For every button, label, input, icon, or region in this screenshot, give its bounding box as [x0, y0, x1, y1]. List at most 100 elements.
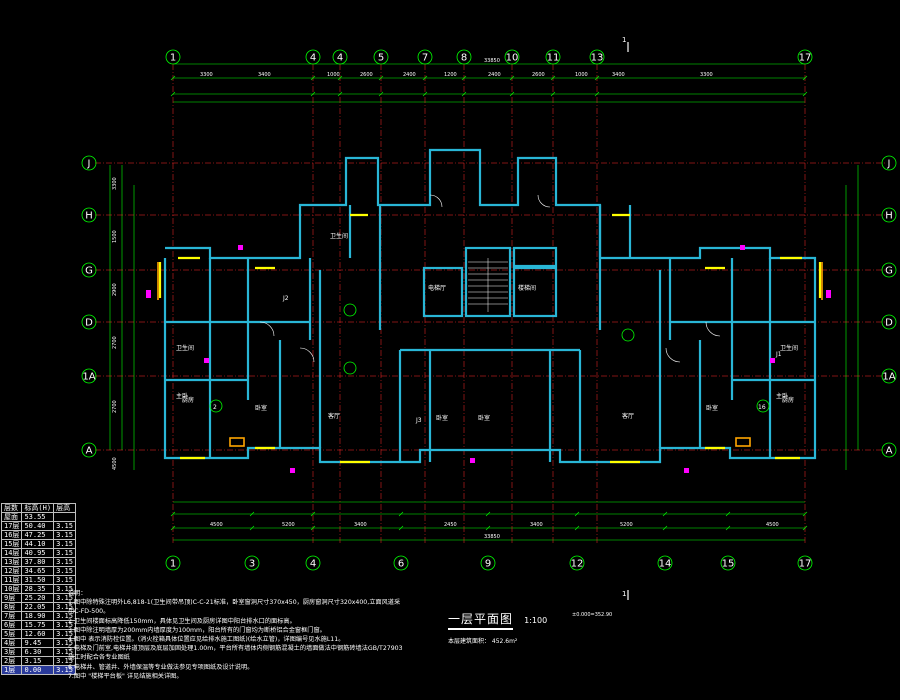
dim-tick	[509, 75, 515, 81]
dim-label-top: 1000	[575, 72, 588, 78]
room-label-master-right: 主卧	[776, 392, 788, 400]
dim-label-top: 3300	[700, 72, 713, 78]
axis-bubble-circle	[720, 555, 736, 571]
axis-bubble-circle	[81, 262, 97, 278]
axis-bubble-circle	[81, 314, 97, 330]
accent-marks	[157, 262, 823, 447]
dim-tick	[725, 525, 731, 531]
room-label-bath-left: 卫生间	[176, 344, 194, 352]
design-notes: 说明： 1.图中除特殊注明外L6,818-1(卫生间带吊顶)C-C-21标准，卧…	[68, 589, 458, 681]
header-floor-height: 层高	[53, 503, 76, 513]
level-floor: 17层	[0, 521, 23, 531]
level-floor: 14层	[0, 548, 23, 558]
axis-bubble-label: 1A	[82, 372, 95, 383]
dim-tick	[378, 75, 384, 81]
dim-tick	[310, 511, 316, 517]
level-floor: 5层	[0, 629, 23, 639]
dim-tick	[170, 511, 176, 517]
dim-label-top: 3400	[258, 72, 271, 78]
dim-tick	[249, 511, 255, 517]
axis-bubble-label: H	[85, 211, 93, 222]
dim-label-top: 2400	[488, 72, 501, 78]
axis-bubble-label: 1	[170, 559, 176, 570]
dim-label-bottom: 3400	[530, 522, 543, 528]
overall-dim-top: 33850	[484, 58, 500, 64]
dim-label-bottom: 2450	[444, 522, 457, 528]
drawing-title-block: 一层平面图 1:100	[448, 608, 547, 630]
axis-bubble-circle	[81, 442, 97, 458]
note-line: 用C-FD-500。	[68, 608, 110, 616]
dim-tick	[725, 511, 731, 517]
dim-label-top: 2400	[403, 72, 416, 78]
dim-tick	[485, 511, 491, 517]
room-label-bedroom-4: 卧室	[436, 414, 448, 422]
note-line: 施工时配合各专业图纸	[68, 654, 130, 662]
dim-label-left: 2700	[112, 336, 118, 349]
level-height: 3.15	[53, 665, 76, 675]
note-line: 3.图中除注明墙厚为200mm内墙厚度为100mm，阳台所有的门窗均为断桥铝合金…	[68, 626, 326, 634]
axis-bubble-circle	[881, 207, 897, 223]
dim-tick	[594, 75, 600, 81]
dim-tick	[170, 91, 176, 97]
axis-bubble-circle	[545, 49, 561, 65]
axis-bubble-circle	[569, 555, 585, 571]
dim-label-top: 1200	[444, 72, 457, 78]
level-floor: 2层	[0, 656, 23, 666]
note-line: 4.图中 表示消防栓位置。(消火栓箱具体位置应见给排水施工图纸)(给水立管)，详…	[68, 636, 345, 644]
overall-dim-bottom: 33850	[484, 534, 500, 540]
dim-tick	[337, 91, 343, 97]
axis-bubble-label: 4	[310, 53, 316, 64]
dim-tick	[170, 525, 176, 531]
axis-bubble-label: 6	[398, 559, 404, 570]
axis-bubble-label: G	[85, 266, 93, 277]
level-floor: 12层	[0, 566, 23, 576]
level-elevation: 12.60	[21, 629, 55, 639]
axis-bubble-label: 1	[170, 53, 176, 64]
dimension-chain-left	[109, 165, 135, 470]
level-floor: 9层	[0, 593, 23, 603]
level-elevation: 53.55	[21, 512, 55, 522]
axis-bubble-label: 17	[799, 53, 812, 64]
dim-label-bottom: 4500	[766, 522, 779, 528]
axis-bubble-label: G	[885, 266, 893, 277]
dimension-chain-bottom	[173, 501, 805, 541]
axis-bubble-circle	[456, 49, 472, 65]
dim-tick	[662, 511, 668, 517]
axis-bubble-label: 7	[422, 53, 428, 64]
note-line: 7.图中 "楼梯平台板" 详见结施相关详图。	[68, 672, 183, 680]
unit-marks	[209, 303, 770, 413]
axis-bubble-circle	[881, 314, 897, 330]
dimension-chain-right	[845, 165, 859, 470]
axis-bubble-circle	[393, 555, 409, 571]
level-floor: 屋面	[0, 512, 23, 522]
dim-tick	[310, 525, 316, 531]
axis-bubble-label: 1A	[882, 372, 895, 383]
axis-bubble-circle	[332, 49, 348, 65]
level-floor: 13层	[0, 557, 23, 567]
dim-tick	[461, 91, 467, 97]
room-label-bedroom-2: 卧室	[706, 404, 718, 412]
drawing-scale: 1:100	[524, 616, 548, 625]
axis-bubble-circle	[480, 555, 496, 571]
axis-bubble-circle	[881, 368, 897, 384]
dim-tick	[398, 511, 404, 517]
stair-treads	[468, 258, 508, 312]
axis-bubble-circle	[244, 555, 260, 571]
axis-bubble-label: J	[87, 159, 91, 170]
level-elevation: 31.50	[21, 575, 55, 585]
level-elevation: 47.25	[21, 530, 55, 540]
unit-mark-j2: J2	[282, 295, 289, 302]
dim-tick	[398, 525, 404, 531]
dim-tick	[310, 91, 316, 97]
axis-bubble-circle	[81, 155, 97, 171]
level-floor: 4层	[0, 638, 23, 648]
level-floor: 10层	[0, 584, 23, 594]
dim-tick	[422, 75, 428, 81]
unit-mark-2: 2	[213, 404, 217, 411]
axis-bubble-label: 4	[337, 53, 343, 64]
